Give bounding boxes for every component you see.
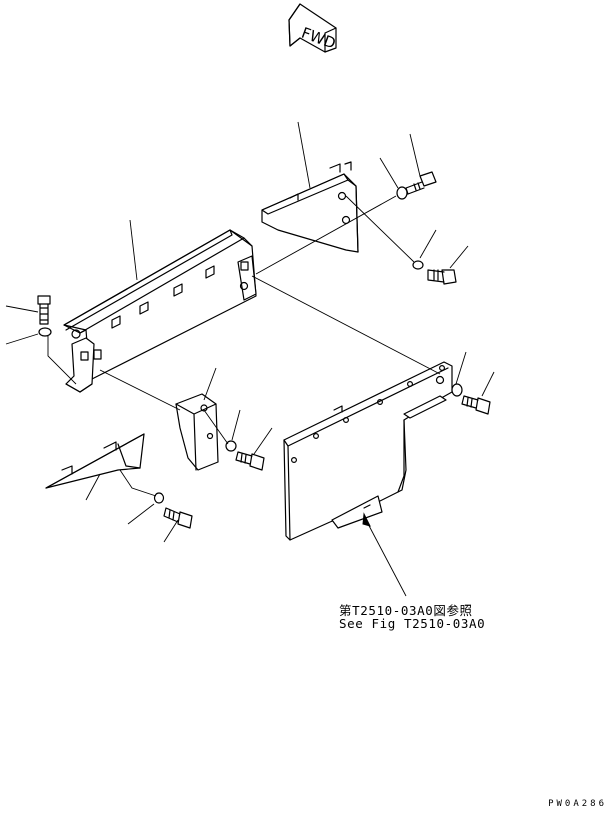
washer-part bbox=[38, 327, 52, 337]
long-cover-part bbox=[63, 229, 257, 393]
washer-part bbox=[153, 492, 165, 504]
upper-plate-part bbox=[261, 161, 359, 253]
center-bracket-part bbox=[175, 393, 219, 471]
washer-part bbox=[225, 440, 237, 452]
washer-part bbox=[412, 260, 424, 270]
fwd-arrow-icon: FWD bbox=[288, 3, 338, 53]
bolt-part bbox=[37, 295, 51, 325]
lower-plate-part bbox=[45, 433, 145, 489]
bolt-part bbox=[461, 395, 491, 415]
bolt-part bbox=[235, 451, 265, 471]
bolt-part bbox=[163, 507, 193, 529]
bolt-part bbox=[405, 171, 437, 195]
side-panel-part bbox=[283, 361, 453, 541]
bolt-part bbox=[427, 269, 457, 285]
reference-note-line-1: 第T2510-03A0図参照 bbox=[339, 603, 473, 618]
washer-part bbox=[451, 383, 463, 397]
reference-note-line-2: See Fig T2510-03A0 bbox=[339, 616, 486, 631]
leader-lines bbox=[5, 121, 495, 597]
washer-part bbox=[396, 186, 408, 200]
drawing-number: PW0A286 bbox=[548, 799, 607, 809]
